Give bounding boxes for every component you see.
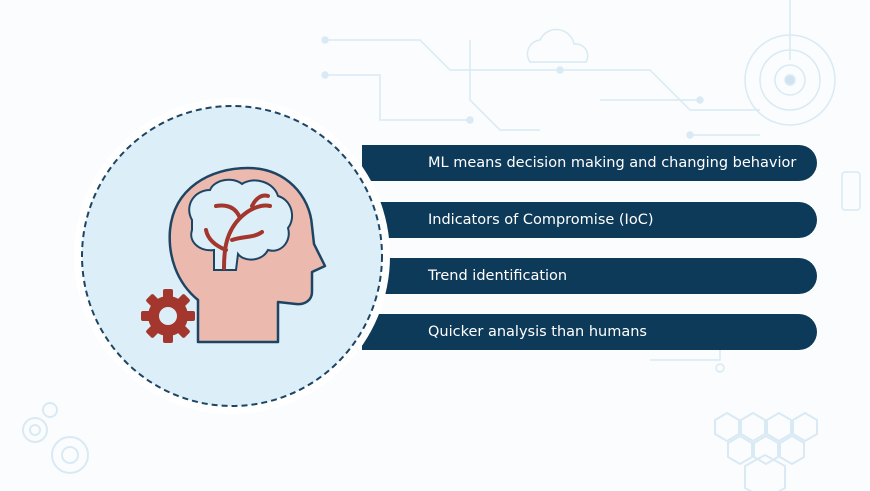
- list-item-label: Trend identification: [428, 268, 568, 284]
- list-item-bar: [362, 314, 817, 350]
- cloud-icon: [526, 28, 589, 63]
- gear-icon: [141, 289, 195, 343]
- list-item-bar: [362, 145, 817, 181]
- list-item-bar: [375, 258, 817, 294]
- list-item-bar: [375, 202, 817, 238]
- hexagon-pattern-icon: [714, 411, 818, 491]
- list-item-label: Indicators of Compromise (IoC): [428, 212, 654, 228]
- head-brain-icon: [168, 166, 327, 344]
- list-item-label: Quicker analysis than humans: [428, 324, 647, 340]
- phone-icon: [841, 171, 861, 211]
- gears-icon: [22, 402, 89, 474]
- list-item-label: ML means decision making and changing be…: [428, 155, 797, 171]
